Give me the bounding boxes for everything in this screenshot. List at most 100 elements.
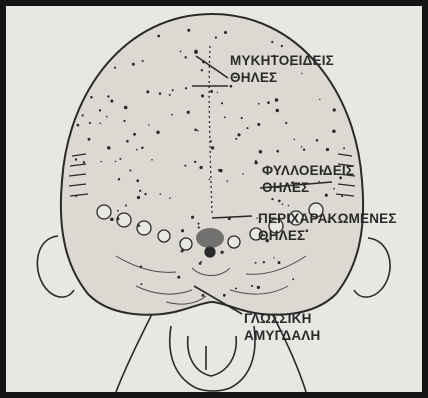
papilla-dot	[169, 94, 171, 96]
label-circumvallate-papillae: ΠΕΡΙΧΑΡΑΚΩΜΕΝΕΣ ΘΗΛΕΣ	[258, 210, 397, 244]
papilla-dot	[129, 169, 131, 171]
tongue-illustration	[6, 6, 422, 392]
papilla-dot	[132, 63, 135, 66]
papilla-dot	[224, 31, 227, 34]
papilla-dot	[202, 294, 205, 297]
papilla-dot	[224, 116, 226, 118]
label-foliate-line1: ΦΥΛΛΟΕΙΔΕΙΣ	[262, 162, 354, 179]
papilla-dot	[273, 257, 274, 258]
papilla-dot	[210, 140, 212, 142]
papilla-dot	[107, 146, 111, 150]
papilla-dot	[139, 190, 141, 192]
papilla-dot	[89, 122, 91, 124]
papilla-dot	[100, 122, 102, 124]
papilla-dot	[254, 161, 257, 164]
illustration-panel: ΜΥΚΗΤΟΕΙΔΕΙΣ ΘΗΛΕΣ ΦΥΛΛΟΕΙΔΕΙΣ ΘΗΛΕΣ ΠΕΡ…	[6, 6, 422, 392]
papilla-dot	[119, 158, 121, 160]
papilla-dot	[316, 139, 319, 142]
papilla-dot	[278, 261, 281, 264]
papilla-dot	[137, 196, 140, 199]
papilla-dot	[271, 41, 273, 43]
papilla-dot	[142, 60, 144, 62]
papilla-dot	[267, 101, 270, 104]
papilla-dot	[117, 210, 119, 212]
papilla-dot	[107, 95, 109, 97]
papilla-dot	[209, 179, 211, 181]
papilla-dot	[259, 150, 263, 154]
label-lingual-tonsil-line1: ΓΛΩΣΣΙΚΗ	[244, 310, 320, 327]
papilla-dot	[333, 108, 336, 111]
papilla-dot	[194, 161, 196, 163]
papilla-dot	[292, 278, 294, 280]
papilla-dot	[288, 205, 290, 207]
papilla-dot	[221, 102, 223, 104]
papilla-dot	[146, 90, 149, 93]
papilla-dot	[115, 161, 117, 163]
papilla-dot	[215, 36, 217, 38]
papilla-dot	[90, 96, 93, 99]
papilla-dot	[133, 133, 136, 136]
papilla-dot	[148, 124, 150, 126]
papilla-dot	[177, 276, 180, 279]
label-foliate-papillae: ΦΥΛΛΟΕΙΔΕΙΣ ΘΗΛΕΣ	[262, 162, 354, 196]
papilla-dot	[75, 158, 77, 160]
label-circumvallate-line2: ΘΗΛΕΣ	[258, 227, 397, 244]
papilla-dot	[179, 241, 181, 243]
papilla-dot	[332, 129, 335, 132]
papilla-dot	[255, 262, 257, 264]
papilla-dot	[210, 90, 213, 93]
label-lingual-tonsil: ΓΛΩΣΣΙΚΗ ΑΜΥΓΔΑΛΗ	[244, 310, 320, 344]
papilla-dot	[263, 261, 265, 263]
papilla-dot	[77, 124, 80, 127]
papilla-dot	[180, 51, 182, 53]
papilla-dot	[276, 150, 279, 153]
papilla-dot	[282, 203, 284, 205]
papilla-dot	[76, 194, 78, 196]
papilla-dot	[200, 261, 202, 263]
papilla-dot	[114, 67, 116, 69]
papilla-dot	[110, 218, 114, 222]
papilla-dot	[235, 138, 237, 140]
papilla-dot	[160, 193, 162, 195]
papilla-dot	[156, 131, 159, 134]
papilla-dot	[144, 193, 146, 195]
papilla-dot	[301, 146, 303, 148]
papilla-dot	[326, 148, 329, 151]
papilla-dot	[294, 139, 296, 141]
papilla-dot	[211, 146, 214, 149]
papilla-dot	[251, 285, 253, 287]
foramen-cecum	[196, 228, 224, 248]
papilla-dot	[159, 92, 162, 95]
papilla-dot	[141, 146, 144, 149]
papilla-dot	[257, 123, 260, 126]
papilla-dot	[136, 149, 138, 151]
papilla-dot	[219, 169, 222, 172]
papilla-dot	[343, 147, 345, 149]
papilla-dot	[83, 161, 85, 163]
papilla-dot	[82, 114, 84, 116]
label-fungiform-line1: ΜΥΚΗΤΟΕΙΔΕΙΣ	[230, 52, 334, 69]
papilla-dot	[201, 69, 203, 71]
papilla-dot	[124, 106, 128, 110]
papilla-dot	[197, 130, 199, 132]
papilla-dot	[185, 87, 187, 89]
papilla-dot	[136, 179, 139, 182]
papilla-dot	[100, 161, 101, 162]
papilla-dot	[278, 200, 281, 203]
papilla-dot	[187, 111, 190, 114]
papilla-dot	[235, 288, 237, 290]
papilla-dot	[110, 99, 113, 102]
papilla-dot	[171, 114, 173, 116]
papilla-dot	[157, 35, 160, 38]
papilla-dot	[184, 165, 186, 167]
papilla-dot	[199, 166, 202, 169]
label-fungiform-papillae: ΜΥΚΗΤΟΕΙΔΕΙΣ ΘΗΛΕΣ	[230, 52, 334, 86]
papilla-dot	[126, 140, 129, 143]
papilla-dot	[220, 251, 223, 254]
papilla-dot	[88, 138, 91, 141]
papilla-dot	[241, 117, 243, 119]
papilla-dot	[140, 283, 142, 285]
papilla-dot	[281, 45, 283, 47]
papilla-dot	[242, 173, 244, 175]
